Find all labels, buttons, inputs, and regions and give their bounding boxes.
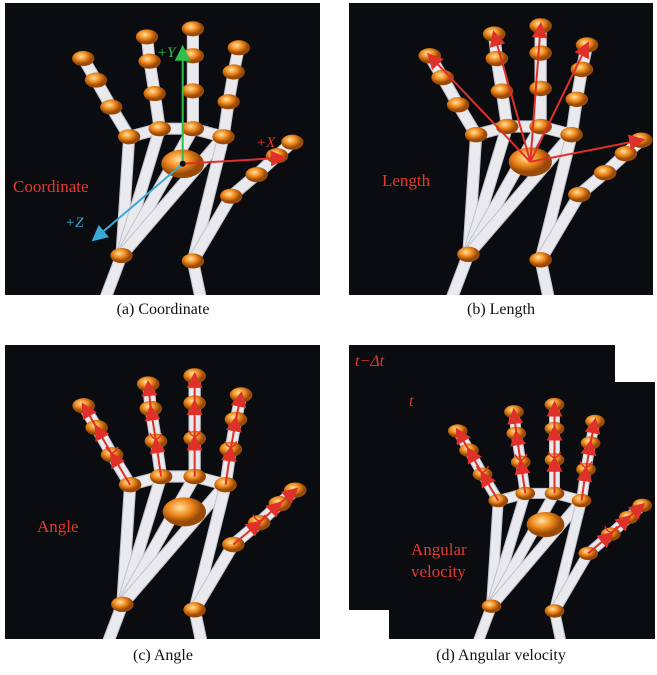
angular-label-line2: velocity — [411, 562, 466, 582]
joint — [594, 165, 617, 180]
hand-skeleton-length — [349, 3, 653, 295]
panel-coordinate: Coordinate +Y +X +Z — [5, 3, 320, 295]
joint — [182, 21, 204, 36]
caption-d: (d) Angular velocity — [341, 647, 657, 665]
joint — [72, 51, 94, 66]
joint — [110, 248, 132, 263]
joint — [230, 387, 253, 402]
joint — [228, 40, 250, 55]
joint — [149, 121, 171, 136]
y-axis-label: +Y — [157, 45, 175, 62]
joint — [568, 187, 591, 202]
joint — [220, 189, 242, 204]
joint — [560, 127, 583, 142]
joint — [85, 73, 107, 88]
hand-skeleton-angular-velocity — [349, 345, 655, 639]
t-minus-dt-label: t−Δt — [355, 353, 384, 371]
panel-angular-velocity: t−Δt t Angular velocity — [349, 345, 655, 639]
hand-skeleton-angle — [5, 345, 320, 639]
joint — [245, 167, 267, 182]
joint — [529, 45, 552, 60]
joint — [465, 127, 488, 142]
joint — [72, 398, 95, 413]
caption-b: (b) Length — [341, 301, 657, 319]
joint — [529, 252, 552, 267]
joint — [143, 86, 165, 101]
joint — [485, 51, 508, 66]
joint — [182, 253, 204, 268]
joint — [496, 119, 519, 134]
palm-joint — [527, 512, 565, 537]
joint — [136, 29, 158, 44]
caption-c: (c) Angle — [3, 647, 323, 665]
z-axis-label: +Z — [65, 215, 83, 232]
joint — [182, 121, 204, 136]
joint — [182, 48, 204, 63]
coordinate-label: Coordinate — [13, 177, 89, 197]
joint — [212, 129, 234, 144]
caption-a: (a) Coordinate — [3, 301, 323, 319]
origin-point — [180, 161, 186, 167]
joint — [482, 600, 502, 613]
joint — [545, 604, 565, 617]
panel-length: Length — [349, 3, 653, 295]
joint — [223, 64, 245, 79]
joint — [118, 129, 140, 144]
joint — [182, 83, 204, 98]
x-axis-label: +X — [256, 135, 275, 152]
angular-label-line1: Angular — [411, 540, 467, 560]
joint — [447, 97, 470, 112]
joint — [614, 146, 637, 161]
joint — [217, 94, 239, 109]
joint — [565, 92, 588, 107]
joint — [100, 100, 122, 115]
t-label: t — [409, 393, 413, 411]
joint — [281, 135, 303, 150]
panel-angle: Angle — [5, 345, 320, 639]
joint — [571, 62, 594, 77]
joint — [483, 26, 506, 41]
joint — [183, 602, 206, 617]
angle-label: Angle — [37, 517, 79, 537]
length-label: Length — [382, 171, 430, 191]
joint — [457, 247, 480, 262]
palm-joint — [163, 497, 206, 526]
joint — [529, 81, 552, 96]
joint — [111, 597, 134, 612]
